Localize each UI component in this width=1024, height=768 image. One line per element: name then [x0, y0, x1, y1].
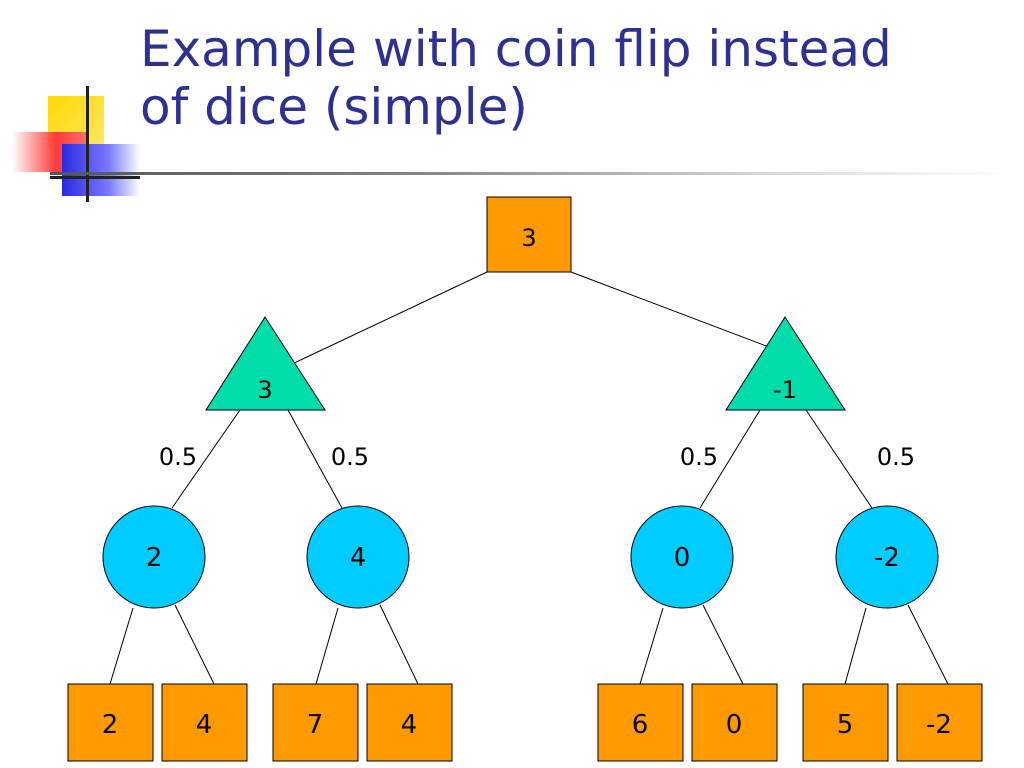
leaf-5-value: 6	[632, 710, 649, 740]
leaf-5	[597, 683, 684, 762]
leaf-1-value: 2	[102, 710, 119, 740]
decor-blue-square	[62, 144, 140, 196]
leaf-8	[896, 683, 983, 762]
slide-title-line-1: Example with coin flip instead	[140, 20, 892, 78]
edge-circle1-leaf2	[174, 604, 215, 685]
edge-chanceR-circle4	[805, 409, 873, 509]
leaf-2-value: 4	[196, 710, 213, 740]
leaf-2	[161, 683, 248, 762]
leaf-3-value: 7	[307, 710, 324, 740]
chance-node-right	[725, 316, 846, 411]
slide-title-line-2: of dice (simple)	[140, 78, 528, 136]
edge-circle4-leaf8	[907, 604, 949, 685]
prob-label-3: 0.5	[680, 443, 718, 471]
min-node-1-value: 2	[146, 543, 163, 573]
min-node-4	[835, 505, 939, 609]
root-max-node	[486, 196, 572, 273]
prob-label-1: 0.5	[159, 443, 197, 471]
leaf-1	[67, 683, 154, 762]
edge-circle2-leaf4	[379, 604, 419, 685]
edge-chanceL-circle2	[287, 409, 343, 509]
min-node-3-value: 0	[674, 543, 691, 573]
min-node-3	[630, 505, 734, 609]
root-value: 3	[521, 224, 536, 252]
leaf-7	[802, 683, 889, 762]
leaf-6	[691, 683, 778, 762]
edge-root-chance-left	[289, 271, 488, 366]
edge-circle1-leaf1	[109, 607, 134, 685]
edge-chanceR-circle3	[699, 409, 761, 509]
title-underline	[50, 172, 1010, 175]
slide-title: Example with coin flip instead of dice (…	[140, 20, 1000, 136]
prob-label-4: 0.5	[877, 443, 915, 471]
chance-right-value: -1	[773, 376, 797, 404]
min-node-4-value: -2	[874, 543, 900, 573]
leaf-3	[272, 683, 359, 762]
chance-left-value: 3	[257, 376, 272, 404]
min-node-1	[102, 505, 206, 609]
edge-circle3-leaf5	[639, 607, 664, 685]
edge-circle3-leaf6	[702, 604, 744, 685]
chance-node-left	[205, 316, 326, 411]
edge-root-chance-right	[570, 271, 791, 356]
leaf-4-value: 4	[401, 710, 418, 740]
min-node-2	[306, 505, 410, 609]
leaf-8-value: -2	[926, 710, 952, 740]
leaf-4	[366, 683, 453, 762]
leaf-6-value: 0	[726, 710, 743, 740]
edge-circle2-leaf3	[315, 607, 339, 685]
tree-edges	[109, 271, 949, 685]
prob-label-2: 0.5	[331, 443, 369, 471]
edge-chanceL-circle1	[171, 409, 241, 509]
min-node-2-value: 4	[350, 543, 367, 573]
decor-horizontal-line	[50, 176, 140, 179]
edge-circle4-leaf7	[844, 607, 867, 685]
leaf-7-value: 5	[837, 710, 854, 740]
decor-vertical-line	[86, 86, 89, 202]
